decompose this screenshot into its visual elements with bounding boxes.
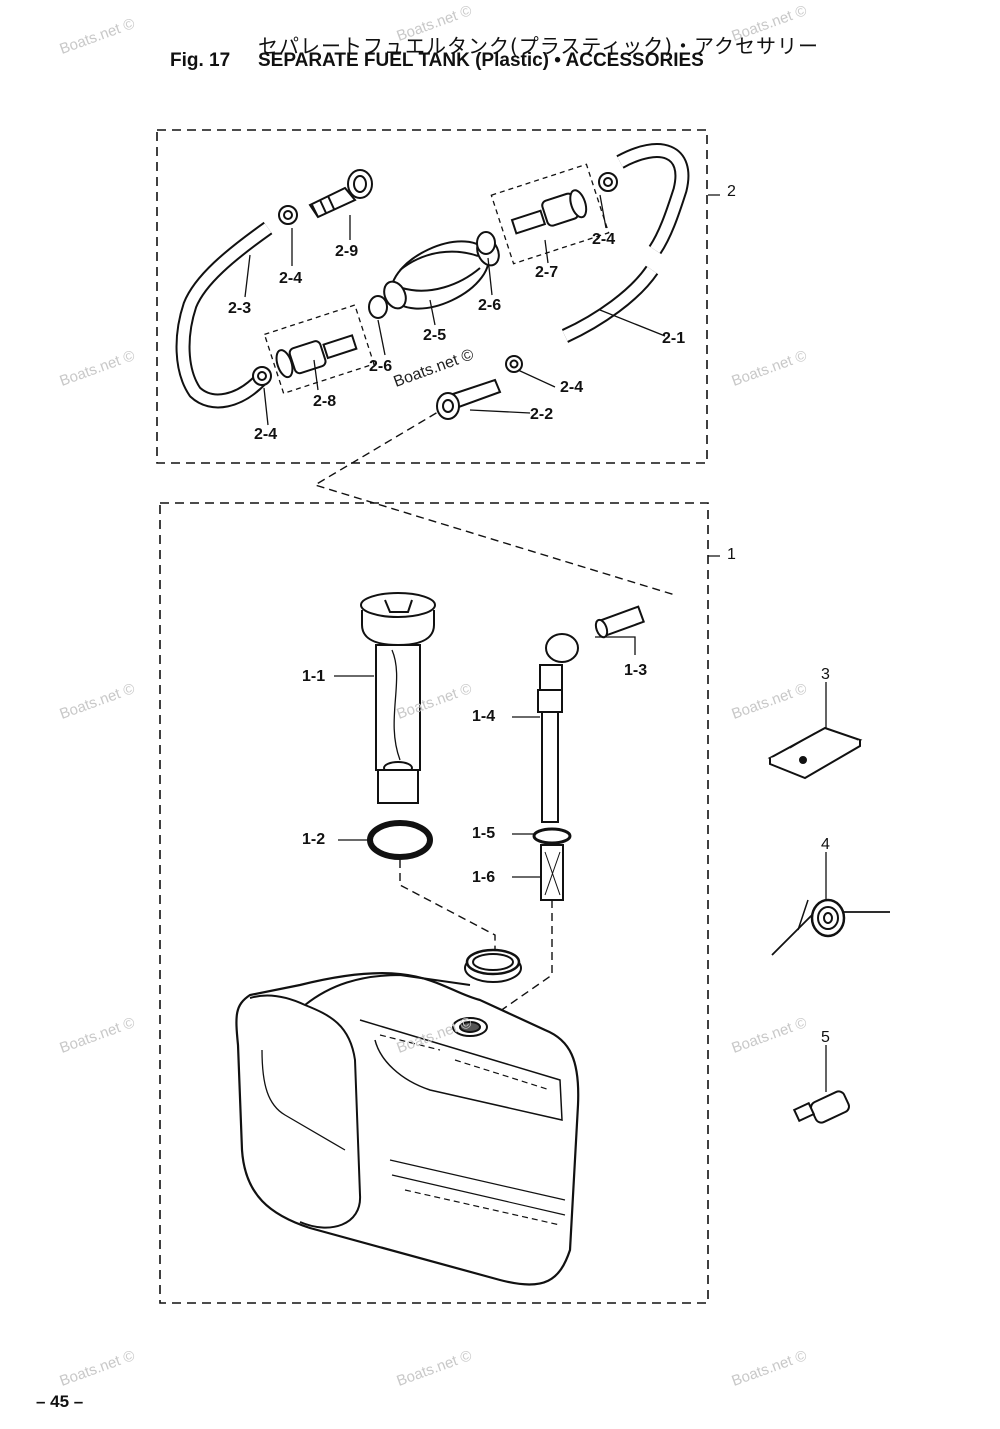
label-1-5: 1-5 xyxy=(472,825,496,842)
group-box-fuel-tank xyxy=(159,502,709,1304)
group-box-hose-assembly xyxy=(156,129,708,464)
page-number: – 45 – xyxy=(36,1392,84,1411)
label-2-8: 2-8 xyxy=(313,393,337,410)
connector-group-2-7 xyxy=(490,163,610,265)
figure-number: Fig. 17 xyxy=(170,50,231,71)
title-japanese: セパレートフュエルタンク(プラスティック)・アクセサリー xyxy=(258,34,820,58)
title-english: Fig. 17 SEPARATE FUEL TANK (Plastic) • AC… xyxy=(170,50,704,72)
label-2-4-b: 2-4 xyxy=(592,231,616,248)
label-2-1: 2-1 xyxy=(662,330,686,347)
clamp-2-4-d xyxy=(505,355,523,373)
label-5: 5 xyxy=(821,1029,830,1046)
clamp-2-4-a xyxy=(278,205,298,225)
gasket-1-2 xyxy=(367,820,433,860)
label-1-3: 1-3 xyxy=(624,662,648,679)
label-2-6-right: 2-6 xyxy=(478,297,502,314)
clamp-2-4-b xyxy=(598,172,618,192)
fitting-1-3 xyxy=(594,605,645,639)
plug-5 xyxy=(792,1090,850,1124)
fuel-gauge-1-1 xyxy=(360,592,436,804)
label-1-6: 1-6 xyxy=(472,869,496,886)
label-2-2: 2-2 xyxy=(530,406,554,423)
label-3: 3 xyxy=(821,666,830,683)
label-2-4-d: 2-4 xyxy=(560,379,584,396)
connector-2-8 xyxy=(275,334,358,379)
connector-group-2-8 xyxy=(263,304,375,395)
pad-3 xyxy=(767,726,863,780)
label-2-6-left: 2-6 xyxy=(369,358,393,375)
check-valve-2-6-left xyxy=(368,295,388,319)
connector-2-2 xyxy=(436,378,502,420)
connector-2-7 xyxy=(510,189,588,235)
check-valve-2-6-right xyxy=(476,231,496,255)
label-2-4-c: 2-4 xyxy=(254,426,278,443)
label-1-1: 1-1 xyxy=(302,668,326,685)
assembly-lines xyxy=(399,860,553,1026)
spring-clip-4 xyxy=(771,898,890,956)
label-2: 2 xyxy=(727,183,736,200)
label-2-3: 2-3 xyxy=(228,300,252,317)
clamp-2-4-c xyxy=(252,366,272,386)
fuel-tank-body xyxy=(235,948,580,1286)
label-2-5: 2-5 xyxy=(423,327,447,344)
label-2-4-a: 2-4 xyxy=(279,270,303,287)
leader-lines-group-2 xyxy=(244,194,720,557)
fuel-pickup-1-4 xyxy=(537,633,579,823)
label-1-2: 1-2 xyxy=(302,831,326,848)
label-1-4: 1-4 xyxy=(472,708,496,725)
leader-lines-group-1 xyxy=(334,636,636,878)
label-2-9: 2-9 xyxy=(335,243,359,260)
title-english-text: SEPARATE FUEL TANK (Plastic) • ACCESSORI… xyxy=(258,50,704,71)
link-line-2-2 xyxy=(313,392,676,596)
label-4: 4 xyxy=(821,836,830,853)
label-1: 1 xyxy=(727,546,736,563)
connector-2-9 xyxy=(308,169,373,219)
o-ring-1-5 xyxy=(532,827,572,845)
label-2-7: 2-7 xyxy=(535,264,559,281)
